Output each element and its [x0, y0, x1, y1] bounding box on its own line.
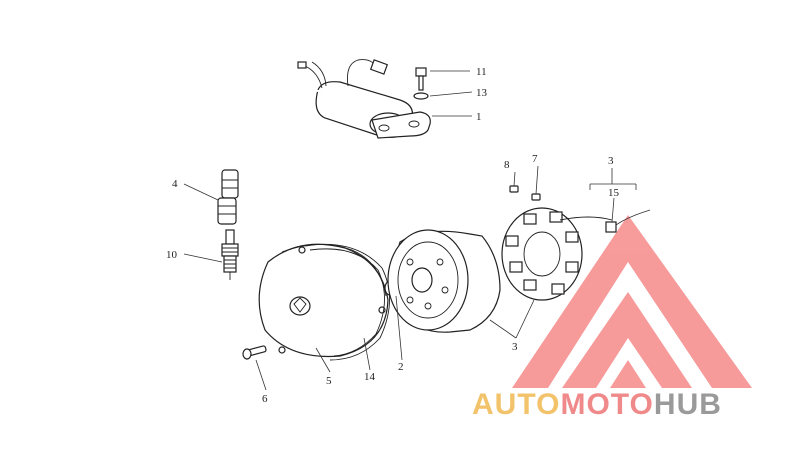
coil-bolt — [415, 67, 427, 91]
spark-plug — [221, 229, 239, 280]
watermark-brand-text: AUTOMOTOHUB — [472, 388, 722, 422]
hv-cable — [217, 83, 323, 225]
label-3-bottom: 3 — [512, 341, 518, 353]
watermark-part-hub: HUB — [653, 388, 722, 421]
watermark-part-auto: AUTO — [472, 388, 561, 421]
label-8: 8 — [504, 159, 510, 171]
flywheel-rotor — [387, 229, 501, 333]
label-5: 5 — [326, 375, 332, 387]
label-14: 14 — [364, 371, 376, 383]
coil-washer — [413, 92, 429, 100]
label-2: 2 — [398, 361, 404, 373]
watermark-triangle-logo — [512, 215, 752, 388]
label-11: 11 — [476, 66, 487, 78]
label-13: 13 — [476, 87, 488, 99]
label-4: 4 — [172, 178, 178, 190]
watermark-part-moto: MOTO — [560, 388, 654, 421]
label-6: 6 — [262, 393, 268, 405]
callout-labels: 11 13 1 4 10 8 7 3 15 2 3 14 5 6 — [166, 66, 620, 405]
coil-wires — [297, 59, 389, 89]
label-10: 10 — [166, 249, 178, 261]
label-1: 1 — [476, 111, 482, 123]
stator-wire — [605, 209, 651, 233]
label-15: 15 — [608, 187, 620, 199]
leader-lines — [183, 70, 637, 391]
label-3-top: 3 — [608, 155, 614, 167]
label-7: 7 — [532, 153, 538, 165]
flywheel-cover — [258, 243, 389, 358]
stator-screws — [509, 185, 541, 201]
cover-screw — [242, 345, 267, 360]
stator — [501, 207, 613, 301]
ignition-coil — [315, 81, 431, 139]
